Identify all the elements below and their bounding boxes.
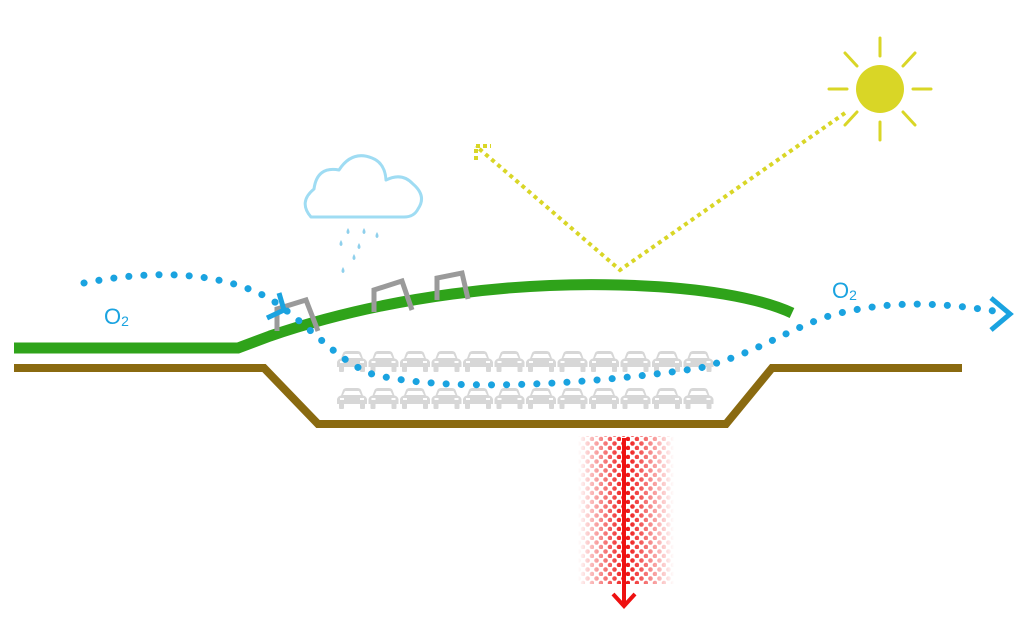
car-icon <box>368 388 399 409</box>
car-icon <box>400 351 430 372</box>
ventilation-openings <box>274 270 471 332</box>
car-icon <box>368 351 399 372</box>
oxygen-airflow <box>80 271 1014 389</box>
car-icon <box>589 388 619 409</box>
car-icon <box>652 388 682 409</box>
car-icon <box>431 351 462 372</box>
car-icon <box>463 388 493 409</box>
oxygen-symbol: O <box>104 304 122 329</box>
car-icon <box>526 351 556 372</box>
car-icon <box>337 351 367 372</box>
down-arrow-icon <box>611 438 637 609</box>
green-roof <box>14 279 795 354</box>
oxygen-subscript: 2 <box>121 313 129 329</box>
oxygen-symbol: O <box>832 278 850 303</box>
car-icon <box>337 388 367 409</box>
car-icon <box>400 388 430 409</box>
soil-line <box>14 364 962 428</box>
car-icon <box>557 351 588 372</box>
car-icon <box>620 388 651 409</box>
parked-cars <box>337 351 714 409</box>
car-icon <box>589 351 619 372</box>
car-icon <box>494 351 525 372</box>
reflected-sunlight <box>474 111 847 273</box>
airflow-arrow-outlet <box>989 296 1014 332</box>
car-icon <box>463 351 493 372</box>
car-icon <box>494 388 525 409</box>
car-icon <box>683 388 714 409</box>
car-icon <box>431 388 462 409</box>
oxygen-label-right: O2 <box>832 278 857 303</box>
geothermal-heat <box>578 436 674 609</box>
oxygen-label-left: O2 <box>104 304 129 329</box>
sun-icon <box>827 36 933 142</box>
car-icon <box>652 351 682 372</box>
cloud-icon <box>303 154 424 219</box>
car-icon <box>620 351 651 372</box>
oxygen-subscript: 2 <box>849 287 857 303</box>
car-icon <box>557 388 588 409</box>
car-icon <box>526 388 556 409</box>
airflow-arrow-inlet <box>265 292 288 321</box>
raindrop-icon <box>339 228 379 273</box>
up-left-arrow-icon <box>474 144 491 160</box>
